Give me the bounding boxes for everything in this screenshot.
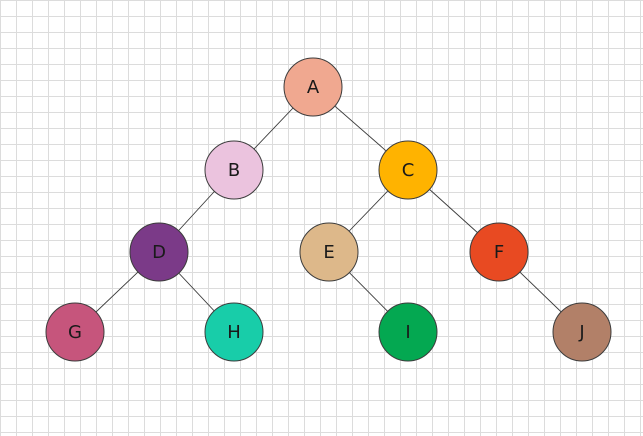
tree-node-c: C	[378, 140, 438, 200]
node-label: J	[578, 322, 584, 343]
node-circle	[552, 302, 612, 362]
node-circle	[299, 222, 359, 282]
tree-node-j: J	[552, 302, 612, 362]
tree-node-g: G	[45, 302, 105, 362]
node-circle	[204, 302, 264, 362]
node-label: H	[227, 322, 241, 343]
tree-node-h: H	[204, 302, 264, 362]
node-circle	[204, 140, 264, 200]
node-label: D	[152, 242, 166, 263]
tree-node-i: I	[378, 302, 438, 362]
node-circle	[129, 222, 189, 282]
node-circle	[283, 57, 343, 117]
tree-node-b: B	[204, 140, 264, 200]
node-label: I	[405, 322, 410, 343]
node-label: C	[402, 160, 415, 181]
tree-node-e: E	[299, 222, 359, 282]
node-circle	[378, 140, 438, 200]
node-label: G	[68, 322, 82, 343]
node-label: B	[228, 160, 240, 181]
node-circle	[469, 222, 529, 282]
tree-node-a: A	[283, 57, 343, 117]
tree-nodes: A B C D E F G H I J	[45, 57, 612, 362]
node-circle	[45, 302, 105, 362]
tree-edges	[74, 86, 583, 333]
tree-node-d: D	[129, 222, 189, 282]
node-label: E	[323, 242, 334, 263]
tree-node-f: F	[469, 222, 529, 282]
node-label: A	[307, 77, 320, 98]
node-label: F	[494, 242, 504, 263]
node-circle	[378, 302, 438, 362]
